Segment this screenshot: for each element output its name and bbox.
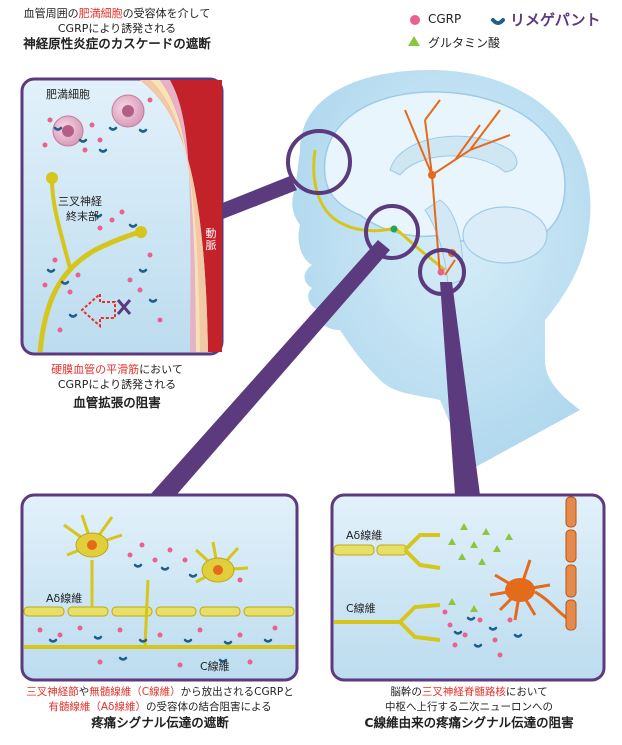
caption-title: 疼痛シグナル伝達の遮断 — [91, 715, 229, 730]
mid-caption: 硬膜血管の平滑筋において CGRPにより誘発される 血管拡張の阻害 — [2, 362, 232, 410]
c-fiber-label-right: C線維 — [346, 602, 376, 615]
trigeminal-label-line1: 三叉神経 — [58, 195, 102, 208]
bottom-right-caption: 脳幹の三叉神経脊髄路核において 中枢へ上行する二次ニューロンへの C線維由来の疼… — [320, 685, 618, 730]
inset-trigeminal-ganglion — [20, 493, 299, 682]
caption-text: 脳幹の — [390, 686, 422, 698]
inset-spinal-nucleus — [330, 493, 606, 682]
caption-title: C線維由来の疼痛シグナル伝達の阻害 — [364, 715, 574, 730]
caption-title: 神経原性炎症のカスケードの遮断 — [23, 36, 211, 51]
c-fiber-label: C線維 — [200, 660, 230, 673]
head-silhouette — [292, 70, 591, 470]
a-delta-fiber-label-right: Aδ線維 — [346, 529, 383, 542]
caption-line: 中枢へ上行する二次ニューロンへの — [385, 701, 553, 713]
legend-rimegepant-label: リメゲパント — [510, 11, 601, 29]
caption-text: の受容体の結合阻害による — [145, 701, 272, 713]
legend-symbols — [408, 15, 505, 46]
bottom-left-caption: 三叉神経節や無髄線維（C線維）から放出されるCGRPと 有髄線維（Aδ線維）の受… — [2, 685, 318, 730]
a-delta-fiber-label: Aδ線維 — [46, 592, 83, 605]
caption-text: において — [505, 686, 548, 698]
caption-line: CGRPにより誘発される — [57, 22, 177, 35]
mast-cell-label: 肥満細胞 — [46, 88, 90, 101]
legend-cgrp-label: CGRP — [428, 12, 462, 26]
caption-text: から放出されるCGRPと — [180, 686, 294, 698]
trigeminal-label-line2: 終末部 — [66, 210, 99, 223]
caption-highlight: 有髄線維（Aδ線維） — [48, 701, 146, 713]
caption-highlight: 無髄線維（C線維） — [89, 686, 181, 698]
caption-text: において — [139, 363, 183, 376]
caption-title: 血管拡張の阻害 — [73, 395, 161, 410]
callout-beams — [150, 176, 480, 500]
caption-highlight: 肥満細胞 — [78, 7, 123, 20]
caption-line: CGRPにより誘発される — [57, 378, 177, 391]
caption-text: 血管周囲の — [23, 7, 79, 20]
caption-highlight: 硬膜血管の平滑筋 — [51, 363, 140, 376]
caption-text: の受容体を介して — [122, 7, 211, 20]
caption-highlight: 三叉神経節 — [26, 686, 79, 698]
focus-circles — [286, 129, 466, 296]
caption-text: や — [78, 686, 90, 698]
caption-highlight: 三叉神経脊髄路核 — [421, 686, 506, 698]
top-caption: 血管周囲の肥満細胞の受容体を介して CGRPにより誘発される 神経原性炎症のカス… — [2, 6, 232, 51]
inset-trigeminal-terminal — [20, 77, 224, 356]
legend-glutamate-label: グルタミン酸 — [428, 36, 501, 50]
artery-label: 動脈 — [205, 227, 217, 252]
